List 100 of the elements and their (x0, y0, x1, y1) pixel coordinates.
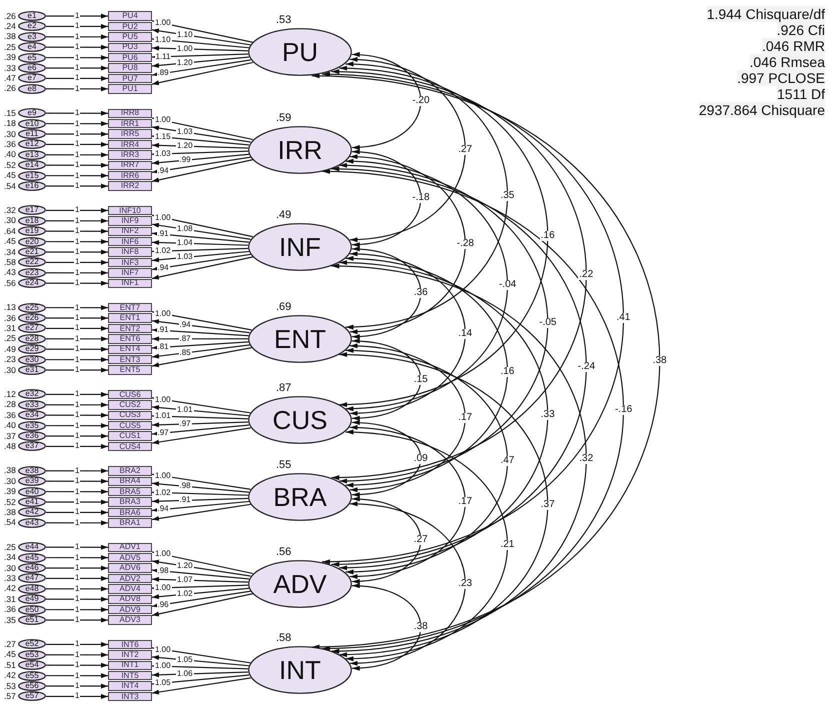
arrow (46, 652, 108, 658)
arrow (152, 117, 253, 140)
arrow (46, 270, 108, 276)
edge-label: .33 (540, 410, 556, 420)
edge-label: 1.02 (176, 590, 194, 598)
edge-label: 1.10 (176, 30, 194, 39)
error-term-ellipse: e19 (18, 226, 46, 236)
edge-label: 1 (74, 130, 80, 138)
edge-label: 1 (74, 595, 80, 604)
error-term-ellipse: e4 (18, 42, 46, 52)
indicator-box: IRR4 (108, 140, 152, 150)
edge-label: 1 (74, 258, 80, 266)
variance-label: .35 (4, 616, 16, 624)
edge-label: 1 (74, 672, 80, 680)
indicator-box: CUS2 (108, 400, 152, 410)
arrow (46, 500, 108, 505)
arrow (46, 520, 108, 526)
edge-label: 1 (74, 466, 80, 475)
error-term-ellipse: e43 (18, 518, 46, 528)
error-term-ellipse: e36 (18, 431, 46, 441)
edge-label: 1.03 (154, 150, 172, 158)
indicator-box: BRA3 (108, 497, 152, 507)
arrow (152, 53, 248, 60)
error-term-ellipse: e42 (18, 507, 46, 518)
variance-label: .31 (4, 324, 16, 332)
edge-label: .14 (457, 328, 474, 339)
variance-label: .34 (4, 248, 16, 256)
arrow (152, 156, 251, 174)
variance-label: .18 (4, 119, 16, 128)
arrow (152, 231, 250, 243)
edge-label: 1 (74, 518, 80, 527)
arrow (46, 162, 108, 168)
latent-variable-ellipse: ENT (248, 314, 352, 363)
indicator-box: INF2 (108, 226, 152, 236)
variance-label: .42 (4, 671, 16, 680)
edge-label: .96 (156, 600, 170, 609)
arrow (152, 37, 250, 48)
indicator-box: INT5 (108, 671, 152, 680)
arrow (152, 310, 252, 330)
arrow (152, 590, 251, 608)
double-headed-arrow (322, 170, 624, 650)
error-term-ellipse: e41 (18, 497, 46, 507)
variance-label: .38 (4, 466, 16, 475)
arrow (46, 218, 108, 224)
variance-label: .39 (4, 487, 16, 496)
indicator-box: IRR1 (108, 119, 152, 128)
edge-label: 1 (74, 356, 80, 364)
fit-statistic: .046 Rmsea (750, 54, 825, 70)
edge-label: 1 (74, 606, 80, 614)
arrow (46, 250, 108, 255)
indicator-box: CUS6 (108, 390, 152, 400)
edge-label: .91 (178, 496, 192, 504)
arrow (46, 121, 108, 126)
arrow (46, 423, 108, 428)
arrow (46, 412, 108, 418)
error-term-ellipse: e21 (18, 247, 46, 257)
variance-label: .55 (276, 460, 292, 471)
edge-label: 1.00 (154, 662, 172, 670)
arrow (152, 56, 250, 68)
indicator-box: INT4 (108, 681, 152, 691)
arrow (152, 344, 250, 359)
edge-label: 1.03 (176, 253, 194, 262)
arrow (46, 576, 108, 581)
double-headed-arrow (322, 72, 624, 564)
variance-label: .49 (276, 210, 292, 221)
variance-label: .31 (4, 594, 16, 604)
arrow (46, 357, 108, 362)
edge-label: .99 (178, 156, 192, 164)
variance-label: .26 (4, 12, 16, 20)
variance-label: .25 (4, 42, 16, 52)
double-headed-arrow (352, 52, 422, 150)
variance-label: .56 (4, 278, 16, 288)
arrow (46, 346, 108, 352)
arrow (152, 414, 248, 420)
arrow (152, 240, 248, 246)
arrow (46, 110, 108, 116)
variance-label: .58 (4, 258, 16, 266)
arrow (152, 551, 253, 574)
edge-label: 1.05 (154, 679, 172, 688)
edge-label: .15 (412, 374, 429, 385)
indicator-box: PU5 (108, 32, 152, 42)
edge-label: .89 (156, 69, 170, 78)
arrow (46, 673, 108, 678)
variance-label: .53 (4, 682, 16, 690)
double-headed-arrow (339, 260, 548, 570)
edge-label: .91 (156, 230, 170, 238)
latent-variable-ellipse: INF (248, 222, 352, 271)
arrow (46, 510, 108, 515)
edge-label: .32 (578, 454, 594, 464)
error-term-ellipse: e15 (18, 170, 46, 181)
arrow (46, 478, 108, 484)
double-headed-arrow (350, 344, 466, 492)
arrow (152, 671, 248, 678)
error-term-ellipse: e8 (18, 84, 46, 94)
indicator-box: IRR5 (108, 129, 152, 139)
indicator-box: CUS1 (108, 431, 152, 441)
error-term-ellipse: e6 (18, 63, 46, 73)
edge-label: 1 (74, 216, 80, 225)
error-term-ellipse: e35 (18, 420, 46, 431)
edge-label: .97 (178, 420, 192, 428)
